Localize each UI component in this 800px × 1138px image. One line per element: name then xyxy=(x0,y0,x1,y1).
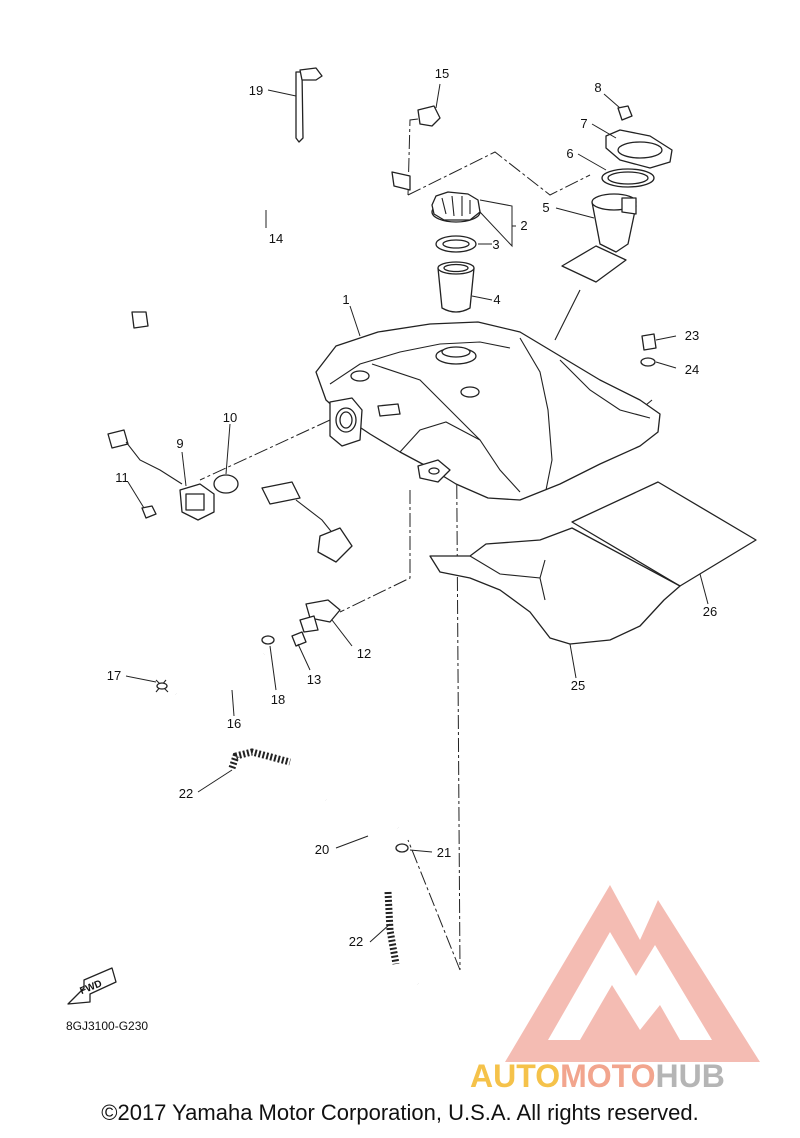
label-25: 25 xyxy=(571,678,585,693)
copyright-notice: ©2017 Yamaha Motor Corporation, U.S.A. A… xyxy=(101,1100,699,1125)
part-26-pad xyxy=(571,481,757,587)
label-18: 18 xyxy=(271,692,285,707)
watermark-logo xyxy=(505,885,760,1062)
part-5-fuel-pump xyxy=(561,193,637,283)
part-13-bolt xyxy=(291,631,307,647)
label-15: 15 xyxy=(435,66,449,81)
watermark-brand: AUTOMOTOHUB xyxy=(470,1058,725,1094)
part-2-fuel-cap xyxy=(431,191,481,223)
part-23-bolt xyxy=(641,333,657,351)
part-21-clip xyxy=(395,843,409,853)
label-17: 17 xyxy=(107,668,121,683)
part-19-clamp xyxy=(295,67,323,143)
fwd-label: FWD xyxy=(78,978,103,997)
part-6-gasket xyxy=(601,168,655,188)
part-1-fuel-tank xyxy=(315,321,661,501)
label-11: 11 xyxy=(115,470,129,485)
label-3: 3 xyxy=(492,237,499,252)
part-16-fuel-hose xyxy=(175,652,266,710)
label-6: 6 xyxy=(566,146,573,161)
label-14: 14 xyxy=(269,231,283,246)
label-12: 12 xyxy=(357,646,371,661)
part-4-filler-neck xyxy=(437,261,475,313)
label-9: 9 xyxy=(176,436,183,451)
label-22b: 22 xyxy=(349,934,363,949)
fwd-arrow-icon: FWD xyxy=(67,967,117,1005)
label-1: 1 xyxy=(342,292,349,307)
part-24-washer xyxy=(640,357,656,367)
label-13: 13 xyxy=(307,672,321,687)
label-16: 16 xyxy=(227,716,241,731)
label-24: 24 xyxy=(685,362,699,377)
part-18-clamp xyxy=(261,635,275,645)
part-14-breather-hose xyxy=(131,171,411,329)
brand-part-3: HUB xyxy=(655,1058,724,1094)
part-8-nut xyxy=(617,105,633,121)
part-20-drain-hose xyxy=(231,755,420,986)
brand-part-1: AUTO xyxy=(470,1058,560,1094)
label-10: 10 xyxy=(223,410,237,425)
fuel-sender-float xyxy=(261,481,353,563)
label-8: 8 xyxy=(594,80,601,95)
guide-lines xyxy=(199,117,653,971)
label-2: 2 xyxy=(520,218,527,233)
part-10-gasket xyxy=(213,474,239,494)
brand-part-2: MOTO xyxy=(560,1058,655,1094)
part-17-clip xyxy=(155,679,169,693)
part-22-protector xyxy=(228,748,400,965)
label-22a: 22 xyxy=(179,786,193,801)
label-7: 7 xyxy=(580,116,587,131)
part-9-fuel-sender xyxy=(107,429,215,521)
part-15-valve xyxy=(417,105,441,127)
drawing-code: 8GJ3100-G230 xyxy=(66,1019,148,1033)
label-19: 19 xyxy=(249,83,263,98)
label-23: 23 xyxy=(685,328,699,343)
part-25-cover xyxy=(429,527,681,645)
label-5: 5 xyxy=(542,200,549,215)
part-11-screw xyxy=(141,505,157,519)
part-3-gasket xyxy=(435,235,477,253)
label-20: 20 xyxy=(315,842,329,857)
label-21: 21 xyxy=(437,845,451,860)
leader-lines xyxy=(125,83,709,943)
part-labels: 1 2 3 4 5 6 7 8 9 10 11 12 13 14 15 16 1… xyxy=(107,66,717,949)
part-7-flange-plate xyxy=(605,129,673,169)
label-4: 4 xyxy=(493,292,500,307)
part-12-fuel-cock xyxy=(299,599,341,633)
label-26: 26 xyxy=(703,604,717,619)
